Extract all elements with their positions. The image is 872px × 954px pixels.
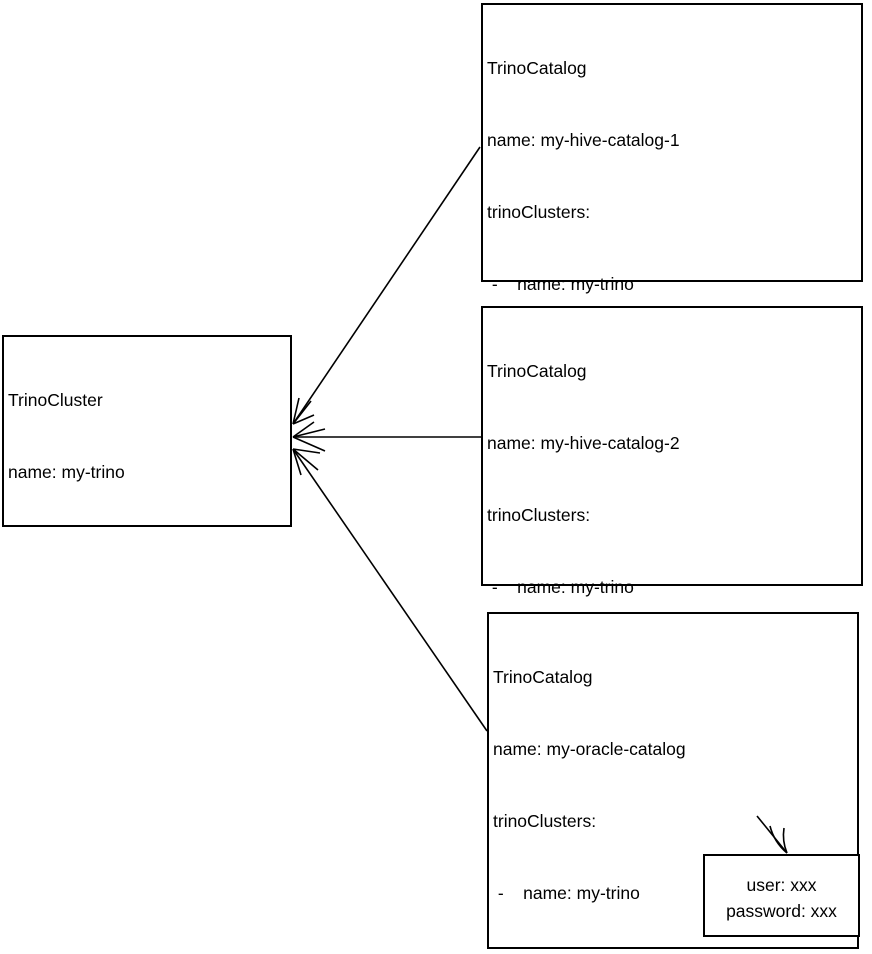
catalog2-line-2: trinoClusters:: [487, 505, 591, 525]
trino-catalog-box-1[interactable]: TrinoCatalog name: my-hive-catalog-1 tri…: [481, 3, 863, 654]
catalog1-line-0: TrinoCatalog: [487, 58, 587, 78]
trino-catalog-box-2[interactable]: TrinoCatalog name: my-hive-catalog-2 tri…: [481, 306, 863, 885]
catalog1-line-3: - name: my-trino: [487, 274, 634, 294]
catalog2-line-0: TrinoCatalog: [487, 361, 587, 381]
connector-catalog-2-to-cluster: [292, 421, 481, 452]
cluster-line-0: TrinoCluster: [8, 390, 103, 410]
connector-catalog-3-to-cluster: [292, 448, 488, 732]
credentials-secret-box[interactable]: user: xxx password: xxx: [703, 854, 860, 937]
catalog3-line-2: trinoClusters:: [493, 811, 597, 831]
trino-cluster-box[interactable]: TrinoCluster name: my-trino: [2, 335, 292, 527]
catalog1-line-2: trinoClusters:: [487, 202, 591, 222]
cluster-line-1: name: my-trino: [8, 462, 125, 482]
catalog2-line-1: name: my-hive-catalog-2: [487, 433, 680, 453]
catalog1-line-1: name: my-hive-catalog-1: [487, 130, 680, 150]
catalog2-line-3: - name: my-trino: [487, 577, 634, 597]
credentials-line-0: user: xxx: [746, 875, 817, 895]
catalog3-line-0: TrinoCatalog: [493, 667, 593, 687]
trino-cluster-text: TrinoCluster name: my-trino: [8, 340, 125, 532]
credentials-text: user: xxx password: xxx: [705, 872, 858, 924]
trino-catalog-box-3[interactable]: TrinoCatalog name: my-oracle-catalog tri…: [487, 612, 860, 949]
catalog3-line-1: name: my-oracle-catalog: [493, 739, 686, 759]
connector-catalog-1-to-cluster: [292, 146, 481, 425]
catalog3-line-3: - name: my-trino: [493, 883, 640, 903]
credentials-line-1: password: xxx: [726, 901, 837, 921]
trino-catalog-3-text: TrinoCatalog name: my-oracle-catalog tri…: [493, 617, 798, 954]
